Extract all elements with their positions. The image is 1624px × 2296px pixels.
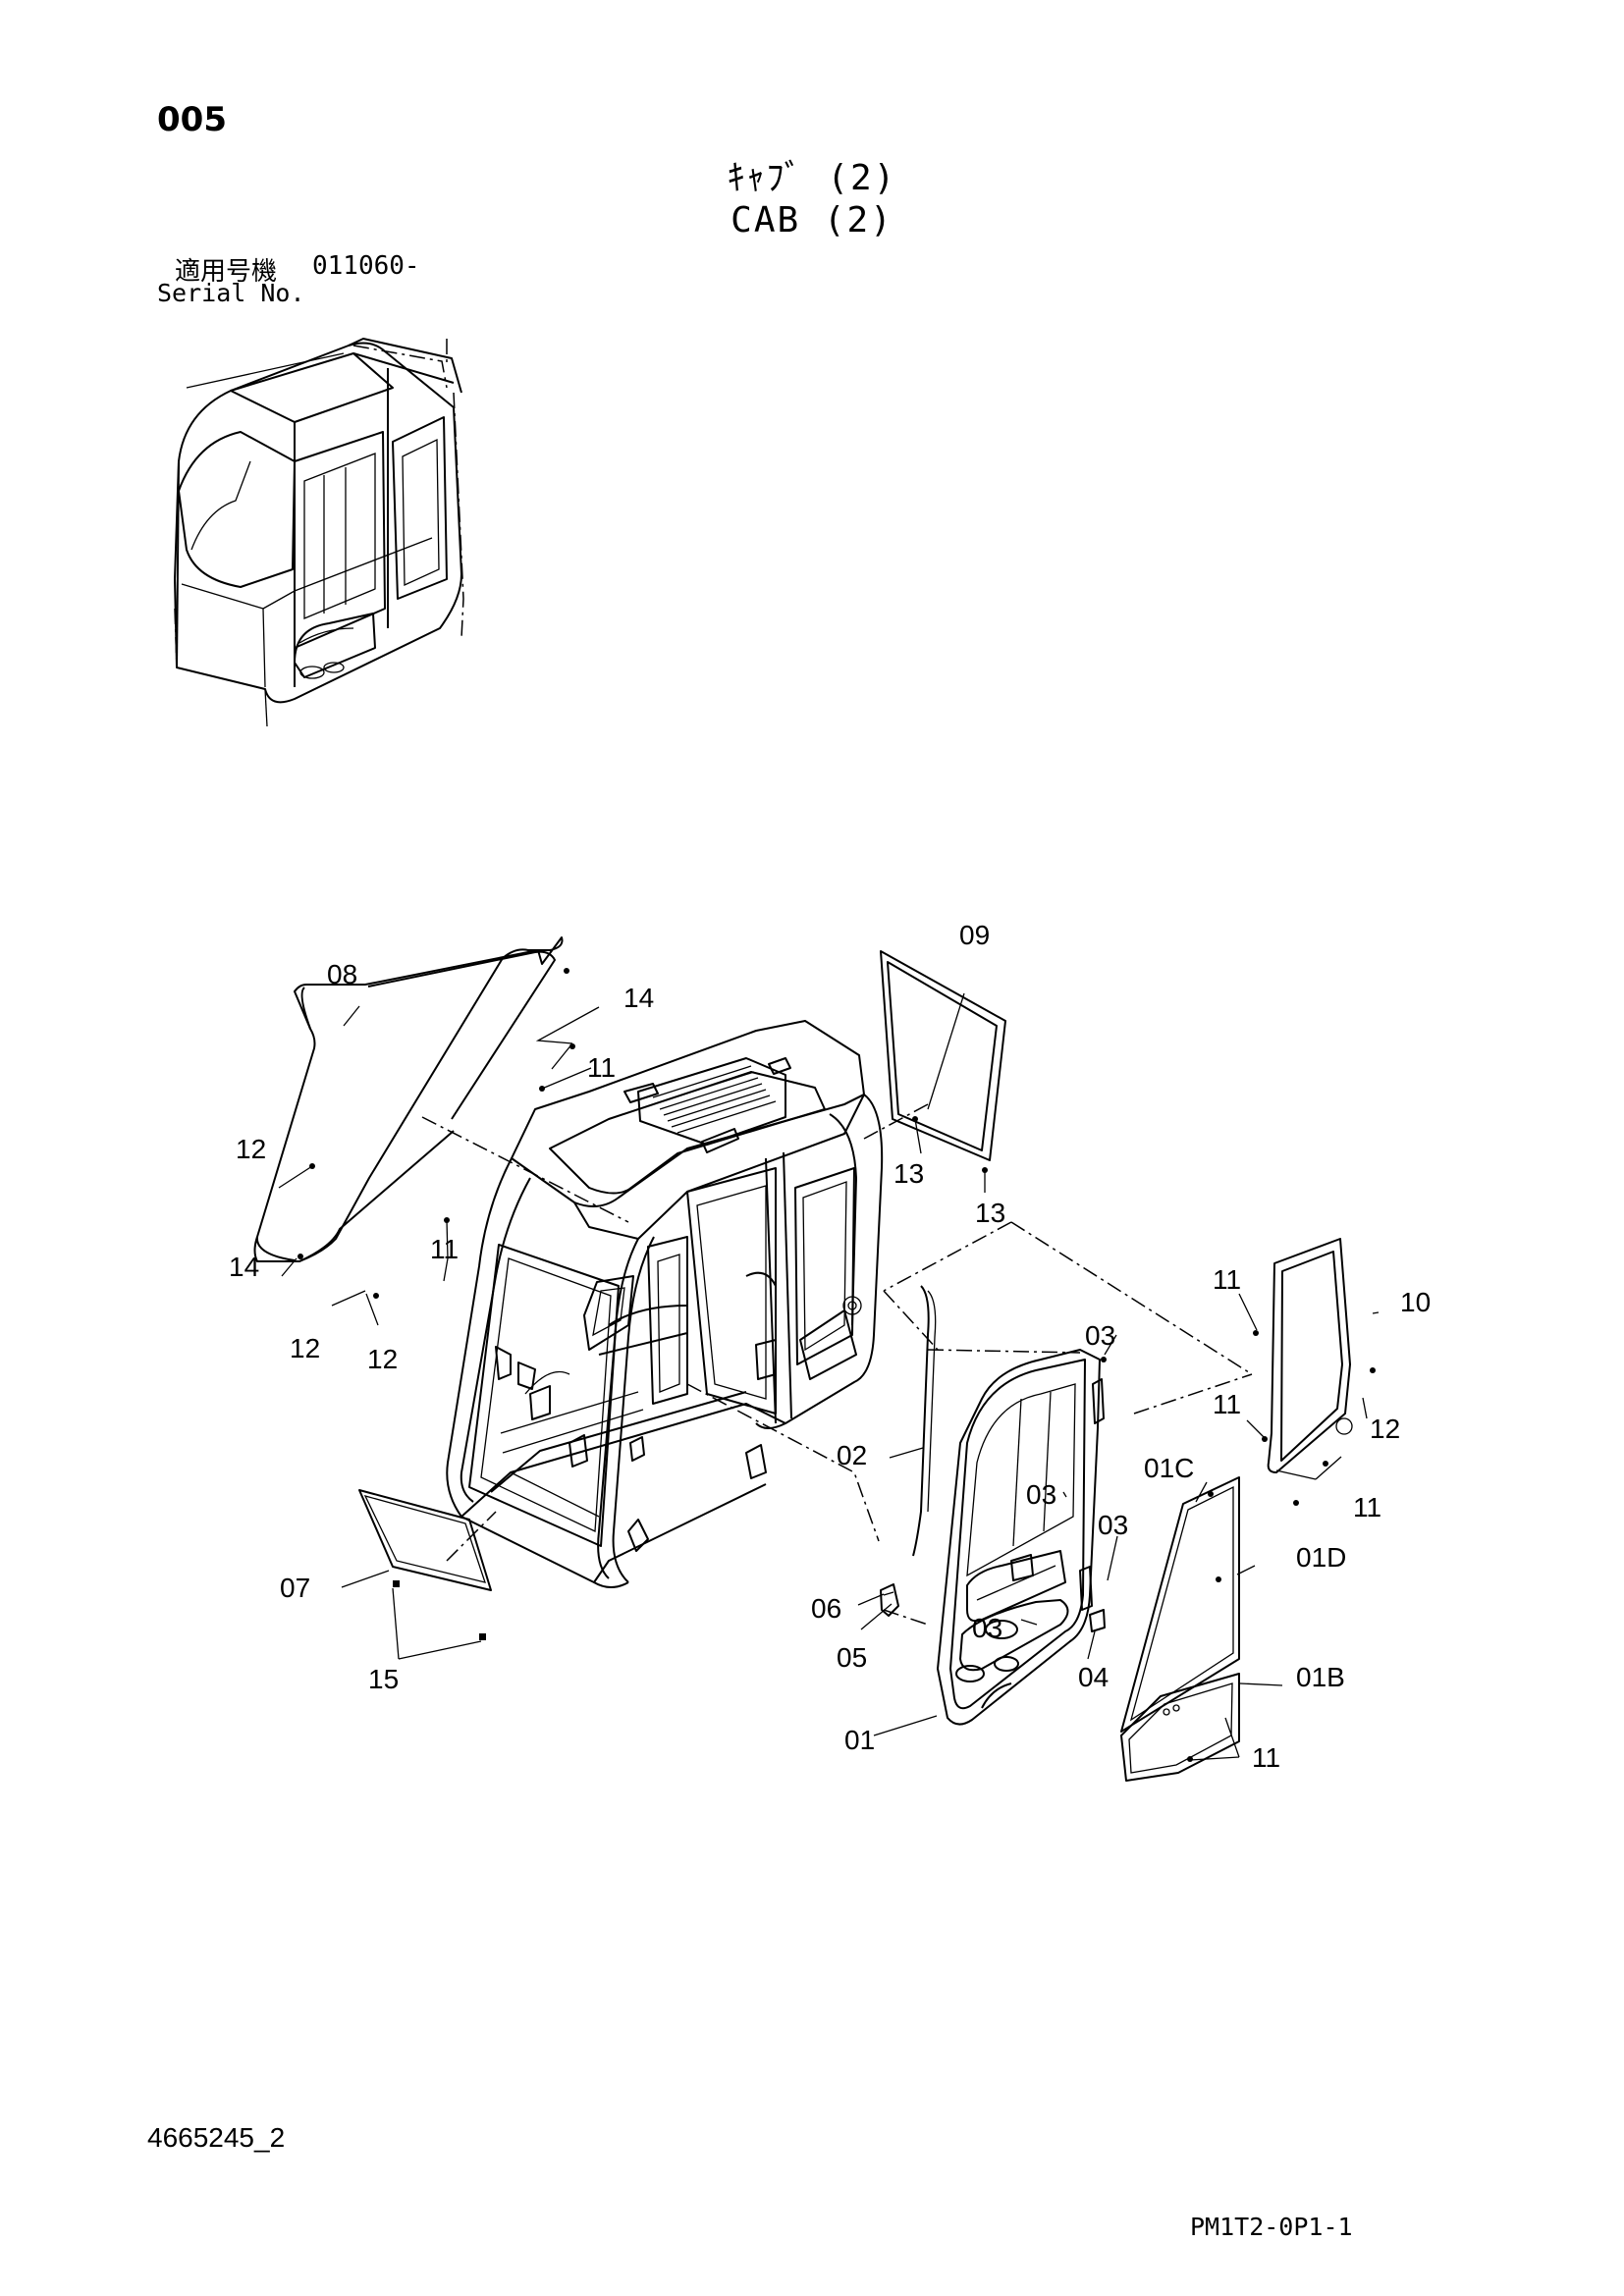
- part-05-06-latch: [880, 1583, 899, 1617]
- callout-12-lower: 12: [367, 1344, 398, 1374]
- assembly-lines: [421, 1103, 1253, 1626]
- callout-01: 01: [844, 1725, 875, 1755]
- part-10-rear-glass: [1267, 1238, 1353, 1473]
- title-english: CAB (2): [731, 200, 893, 240]
- callout-02: 02: [837, 1440, 867, 1470]
- callout-03-mid: 03: [1026, 1479, 1056, 1510]
- serial-number-value: 011060-: [312, 251, 420, 281]
- part-02-seal-strip: [912, 1285, 937, 1557]
- part-08-left-glass: [253, 936, 564, 1262]
- callout-03-right: 03: [1098, 1510, 1128, 1540]
- callout-13-left: 13: [893, 1158, 924, 1189]
- callout-14-top: 14: [623, 983, 654, 1013]
- callout-09: 09: [959, 920, 990, 950]
- serial-label-english: Serial No.: [157, 279, 305, 307]
- callout-15: 15: [368, 1664, 399, 1694]
- document-number: 4665245_2: [147, 2122, 286, 2153]
- title-japanese: ｷｬﾌﾞ (2): [727, 158, 897, 198]
- leader-lines: [278, 992, 1380, 1761]
- callout-labels: 08 14 11 12 11 14 12 12 09 13 13 11 10 1…: [229, 920, 1431, 1773]
- serial-label-japanese: 適用号機: [175, 257, 278, 287]
- callout-01C: 01C: [1144, 1453, 1194, 1483]
- callout-11-rear-top: 11: [1213, 1264, 1241, 1295]
- callout-11-top: 11: [587, 1052, 616, 1083]
- callout-11-door-glass: 11: [1252, 1742, 1280, 1773]
- callout-04: 04: [1078, 1662, 1109, 1692]
- callout-03-top: 03: [1085, 1320, 1115, 1351]
- part-01C-upper-door-glass: [1120, 1476, 1240, 1733]
- callout-12-rear: 12: [1370, 1414, 1400, 1444]
- callout-06: 06: [811, 1593, 841, 1624]
- callout-05: 05: [837, 1642, 867, 1673]
- page-number: 005: [157, 100, 227, 139]
- callout-03-lower: 03: [972, 1613, 1002, 1643]
- callout-13-right: 13: [975, 1198, 1005, 1228]
- overview-cab-illustration: [174, 338, 464, 727]
- callout-08: 08: [327, 959, 357, 989]
- callout-11-rear-mid: 11: [1213, 1389, 1241, 1419]
- page-code: PM1T2-0P1-1: [1190, 2213, 1353, 2241]
- callout-10: 10: [1400, 1287, 1431, 1317]
- callout-14-left: 14: [229, 1252, 259, 1282]
- part-01-door: [937, 1349, 1106, 1726]
- callout-01D: 01D: [1296, 1542, 1346, 1573]
- callout-11-mid: 11: [430, 1234, 459, 1264]
- part-07-lower-panel: [358, 1489, 492, 1640]
- callout-11-rear-bottom: 11: [1353, 1492, 1381, 1522]
- callout-12-left: 12: [236, 1134, 266, 1164]
- fastener-dots: [298, 968, 1376, 1762]
- callout-12-lower-left: 12: [290, 1333, 320, 1363]
- main-cab-frame: [446, 1020, 884, 1588]
- part-09-roof-glass: [880, 950, 1006, 1161]
- callout-07: 07: [280, 1573, 310, 1603]
- callout-01B: 01B: [1296, 1662, 1345, 1692]
